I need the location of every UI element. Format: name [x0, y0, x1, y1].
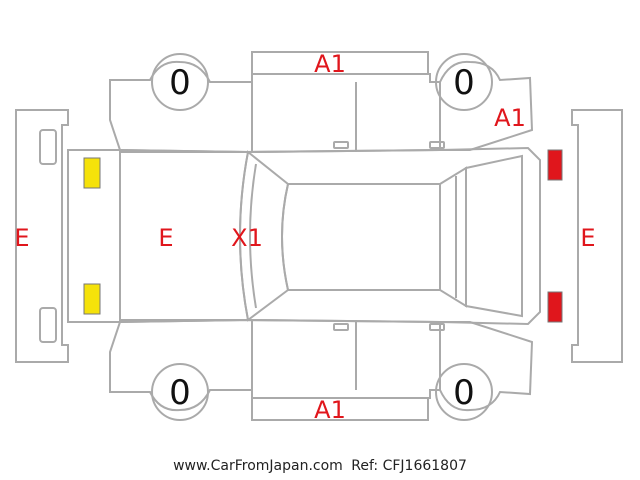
- tire-rear-right-ring: [435, 363, 493, 421]
- front-bumper: [15, 109, 69, 363]
- hood-panel: [119, 151, 250, 321]
- roof-panel: [281, 183, 441, 291]
- tire-front-right-label: 0: [169, 373, 191, 413]
- label-rear-quarter: A1: [494, 104, 526, 132]
- rear-glass: [465, 154, 523, 318]
- label-lower-sill: A1: [314, 396, 346, 424]
- tire-front-left-ring: [151, 53, 209, 111]
- tire-rear-left-label: 0: [453, 63, 475, 103]
- footer-watermark: www.CarFromJapan.com Ref: CFJ1661807: [0, 458, 640, 474]
- footer-ref: Ref: CFJ1661807: [351, 458, 467, 474]
- upper-sill-strip: [251, 51, 429, 75]
- label-hood: E: [158, 224, 173, 252]
- label-upper-sill: A1: [314, 50, 346, 78]
- label-windshield: X1: [231, 224, 263, 252]
- tire-front-left-label: 0: [169, 63, 191, 103]
- front-bumper-lamp-bottom: [39, 307, 57, 343]
- tire-rear-left-ring: [435, 53, 493, 111]
- lower-side-body: [109, 318, 534, 412]
- footer-site: www.CarFromJapan.com: [173, 458, 343, 474]
- rear-window-panel: [439, 166, 467, 308]
- windshield-inner: [249, 163, 257, 309]
- rear-light-marker-bottom: [547, 291, 563, 323]
- upper-side-body: [109, 60, 534, 154]
- lower-sill-strip: [251, 397, 429, 421]
- car-body-outline: [67, 146, 541, 326]
- tire-rear-right-label: 0: [453, 373, 475, 413]
- front-bumper-lamp-top: [39, 129, 57, 165]
- rear-bumper: [571, 109, 623, 363]
- front-light-marker-top: [83, 157, 101, 189]
- label-rear-bumper: E: [580, 224, 595, 252]
- front-light-marker-bottom: [83, 283, 101, 315]
- tire-front-right-ring: [151, 363, 209, 421]
- label-front-bumper: E: [14, 224, 29, 252]
- rear-light-marker-top: [547, 149, 563, 181]
